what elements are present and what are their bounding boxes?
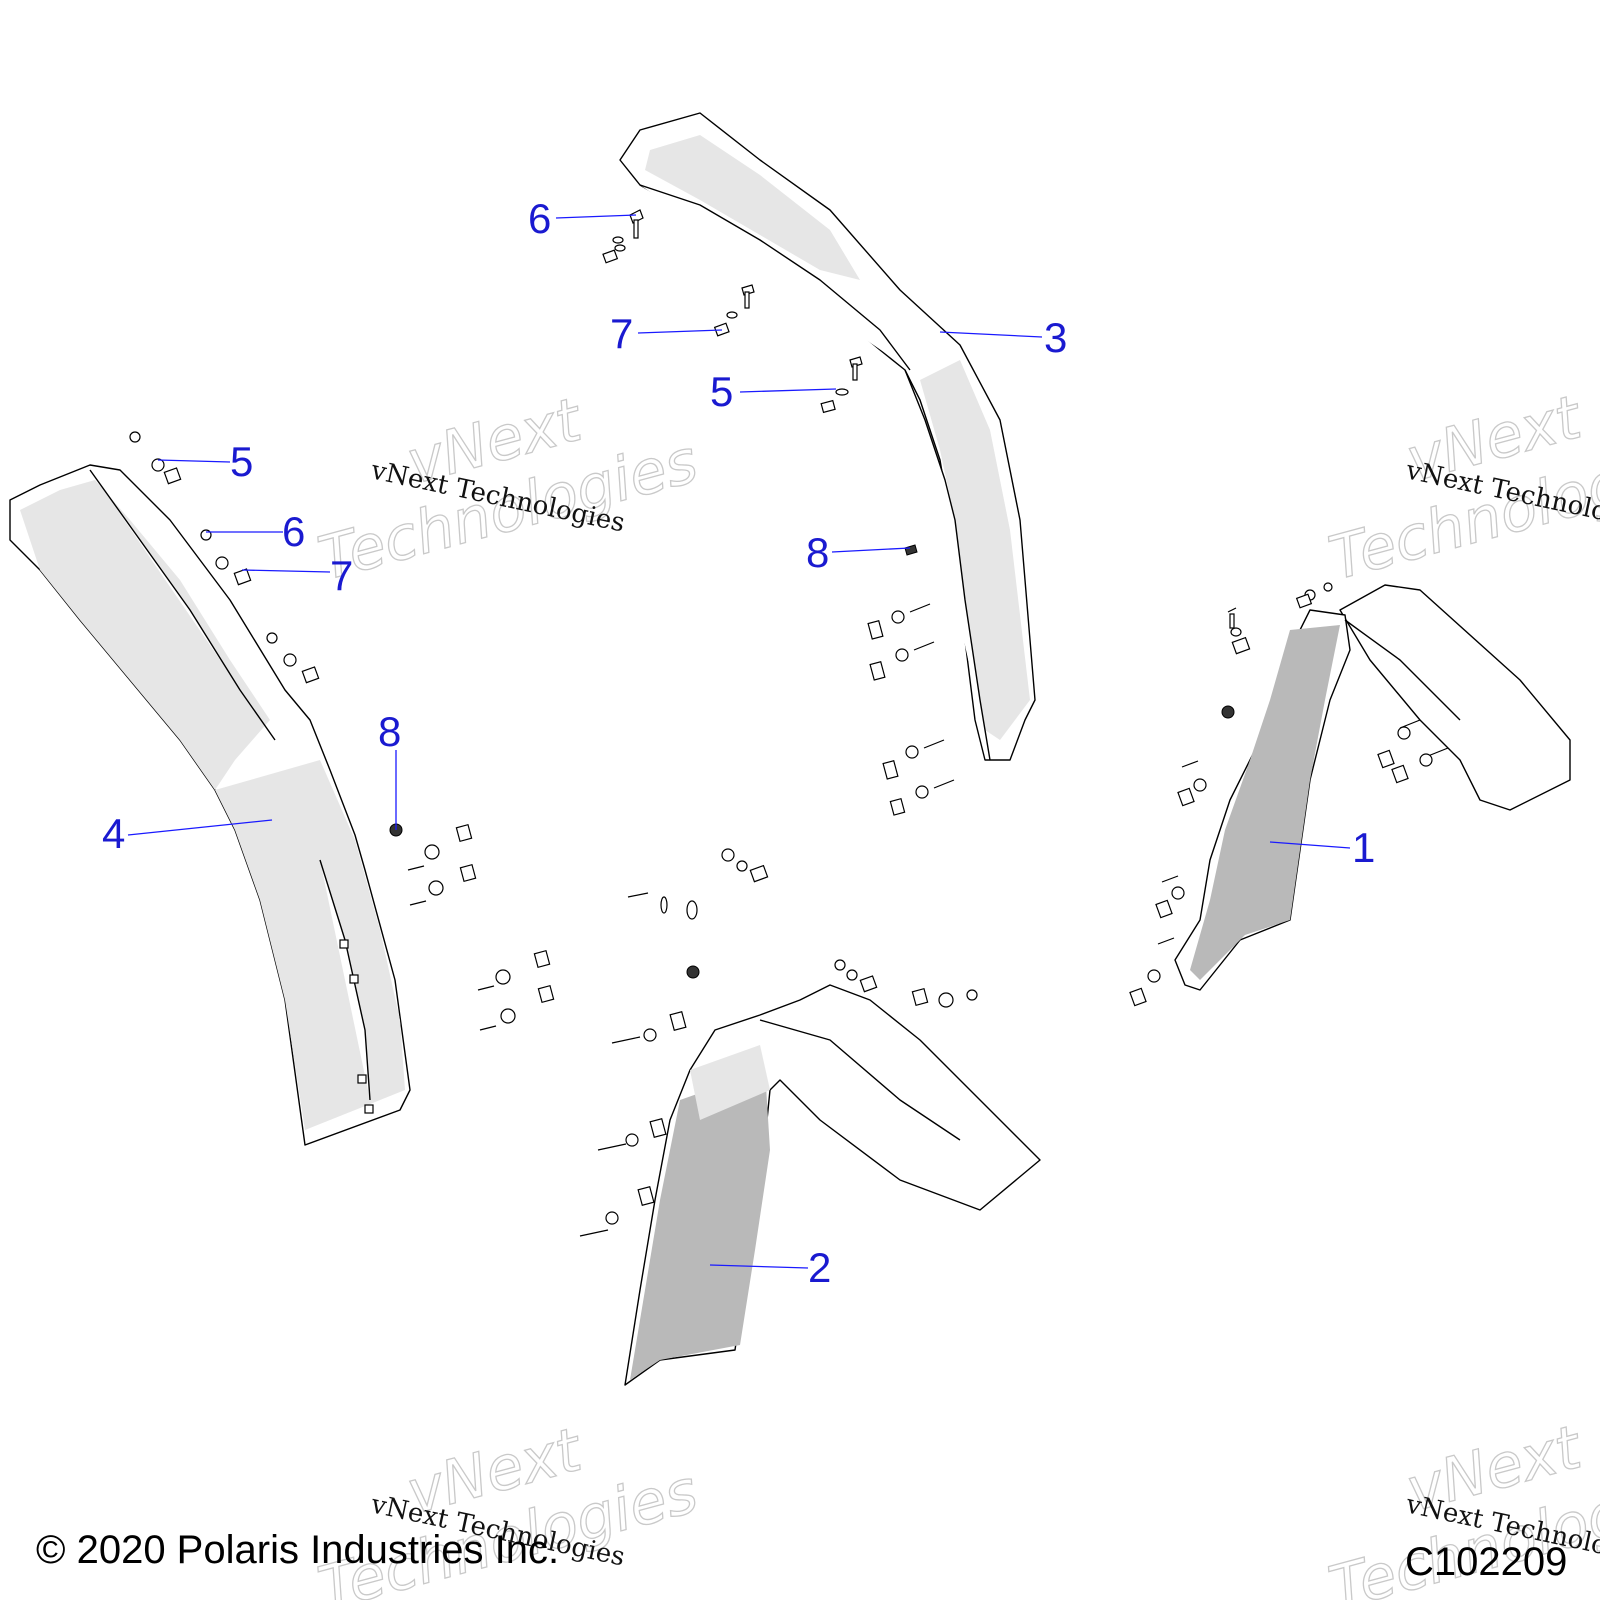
hardware-group-top xyxy=(602,209,863,414)
leader-5a xyxy=(157,459,231,463)
leader-8b xyxy=(831,547,911,553)
callout-6b: 6 xyxy=(528,195,551,242)
callout-5b: 5 xyxy=(710,368,733,415)
leader-7a xyxy=(241,569,331,573)
watermark-1: vNext Technologies xyxy=(311,384,705,595)
callout-4: 4 xyxy=(102,810,125,857)
leader-1 xyxy=(1269,841,1351,849)
callout-7b: 7 xyxy=(610,310,633,357)
callout-6a: 6 xyxy=(282,508,305,555)
leader-5b xyxy=(739,388,837,393)
leader-7b xyxy=(637,329,723,334)
leader-2 xyxy=(709,1264,809,1269)
hardware-group-part4 xyxy=(129,431,477,906)
hardware-group-part2 xyxy=(477,848,978,1237)
callout-7a: 7 xyxy=(330,552,353,599)
callout-leaders xyxy=(127,214,1351,1269)
hardware-group-part1 xyxy=(1129,582,1449,1007)
callouts: 1 2 3 4 5 5 6 6 7 7 8 8 xyxy=(102,195,1375,1291)
diagram-code: C102209 xyxy=(1405,1540,1568,1584)
copyright-text: © 2020 Polaris Industries Inc. xyxy=(36,1528,560,1572)
callout-5a: 5 xyxy=(230,438,253,485)
callout-2: 2 xyxy=(808,1244,831,1291)
callout-1: 1 xyxy=(1352,824,1375,871)
leader-4 xyxy=(127,819,273,836)
part-2-fender xyxy=(624,984,1041,1386)
leader-6b xyxy=(555,214,637,219)
part-3-fender xyxy=(619,112,1036,761)
hardware-group-part3 xyxy=(867,544,955,816)
part-4-fender xyxy=(9,464,411,1146)
callout-8a: 8 xyxy=(378,708,401,755)
leader-3 xyxy=(939,331,1043,338)
callout-8b: 8 xyxy=(806,529,829,576)
part-1-fender xyxy=(1174,584,1571,991)
callout-3: 3 xyxy=(1044,314,1067,361)
